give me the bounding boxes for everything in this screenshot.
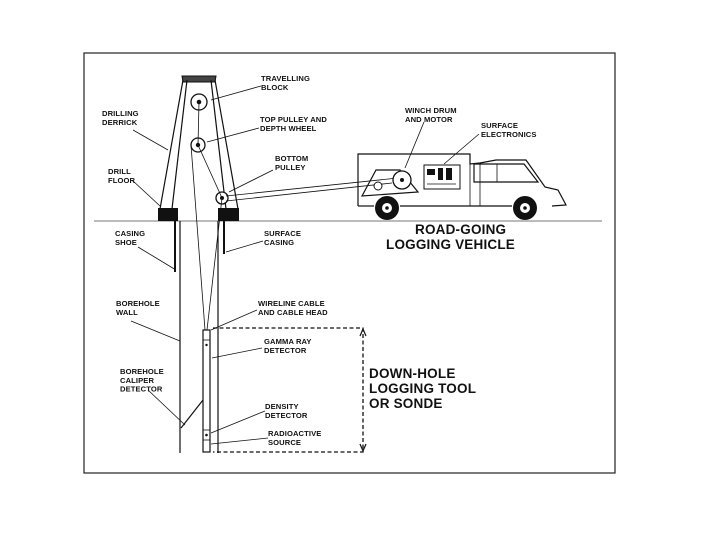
drill-floor-left xyxy=(158,208,178,221)
label-surface-electronics: SURFACE ELECTRONICS xyxy=(481,121,537,139)
label-wireline-cable: WIRELINE CABLE AND CABLE HEAD xyxy=(258,299,328,317)
leader-lines xyxy=(130,85,480,445)
label-borehole-wall: BOREHOLE WALL xyxy=(116,299,162,317)
label-downhole-tool: DOWN-HOLE LOGGING TOOL OR SONDE xyxy=(369,366,480,411)
sonde-bracket xyxy=(213,327,364,453)
borehole xyxy=(174,221,225,453)
label-surface-casing: SURFACE CASING xyxy=(264,229,303,247)
logging-tool xyxy=(180,329,211,453)
label-winch-drum: WINCH DRUM AND MOTOR xyxy=(405,106,459,124)
label-road-going-vehicle: ROAD-GOING LOGGING VEHICLE xyxy=(386,222,515,252)
wireline-cable xyxy=(190,101,399,331)
label-density: DENSITY DETECTOR xyxy=(265,402,308,420)
diagram-frame xyxy=(83,52,616,474)
label-gamma-ray: GAMMA RAY DETECTOR xyxy=(264,337,314,355)
label-casing-shoe: CASING SHOE xyxy=(115,229,147,247)
label-travelling-block: TRAVELLING BLOCK xyxy=(261,74,312,92)
drill-floor-right xyxy=(218,208,239,221)
label-drill-floor: DRILL FLOOR xyxy=(108,167,135,185)
label-top-pulley: TOP PULLEY AND DEPTH WHEEL xyxy=(260,115,329,133)
logging-vehicle-truck xyxy=(357,153,567,220)
label-drilling-derrick: DRILLING DERRICK xyxy=(102,109,141,127)
label-bottom-pulley: BOTTOM PULLEY xyxy=(275,154,311,172)
label-caliper: BOREHOLE CALIPER DETECTOR xyxy=(120,367,166,394)
drilling-derrick xyxy=(159,75,239,210)
label-radioactive-source: RADIOACTIVE SOURCE xyxy=(268,429,324,447)
